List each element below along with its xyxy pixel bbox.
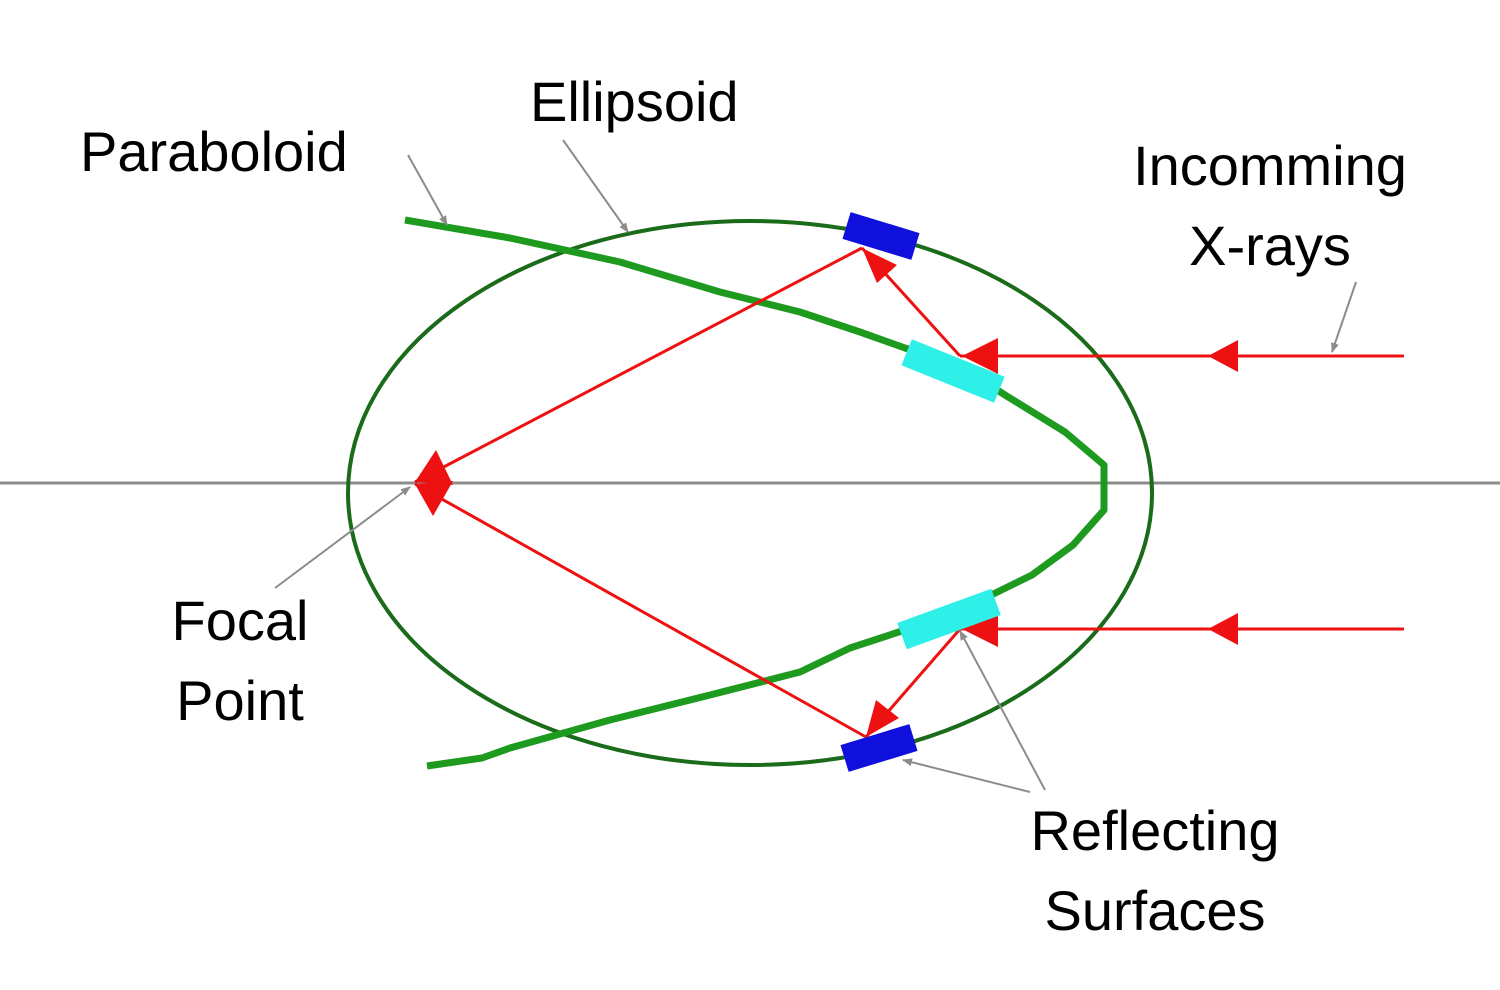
paraboloid-mirror-bottom <box>897 588 1001 650</box>
paraboloid-curve <box>404 216 1108 770</box>
incoming-label-line1: Incomming <box>1133 134 1407 197</box>
incoming-ray-bottom <box>960 611 1404 647</box>
reflected-ray-top-1 <box>860 246 962 358</box>
paraboloid-label: Paraboloid <box>80 120 348 183</box>
reflecting-pointer-blue <box>902 758 1031 793</box>
reflecting-label-line1: Reflecting <box>1030 799 1280 862</box>
focal-pointer <box>274 486 411 589</box>
reflected-ray-top-2 <box>414 246 863 485</box>
incoming-label-line2: X-rays <box>1189 214 1351 277</box>
ellipsoid-pointer <box>562 139 629 233</box>
incoming-ray-top <box>960 338 1404 374</box>
incoming-xrays-label: Incomming X-rays <box>1100 138 1440 274</box>
focal-label-line1: Focal <box>171 589 309 652</box>
reflected-ray-bottom-1 <box>864 628 962 738</box>
paraboloid-pointer <box>407 154 448 226</box>
ellipsoid-curve <box>346 219 1154 767</box>
ellipsoid-label: Ellipsoid <box>530 70 739 133</box>
paraboloid-mirror-top <box>901 339 1005 403</box>
incoming-pointer <box>1331 281 1357 353</box>
reflecting-pointer-cyan <box>959 630 1046 791</box>
focal-point-label: Focal Point <box>140 593 340 729</box>
focal-label-line2: Point <box>176 669 304 732</box>
reflecting-surfaces-label: Reflecting Surfaces <box>995 803 1315 939</box>
reflected-ray-bottom-2 <box>414 481 867 739</box>
reflecting-label-line2: Surfaces <box>1044 879 1266 942</box>
ellipsoid-mirror-bottom <box>840 724 918 772</box>
ellipsoid-mirror-top <box>842 212 920 260</box>
